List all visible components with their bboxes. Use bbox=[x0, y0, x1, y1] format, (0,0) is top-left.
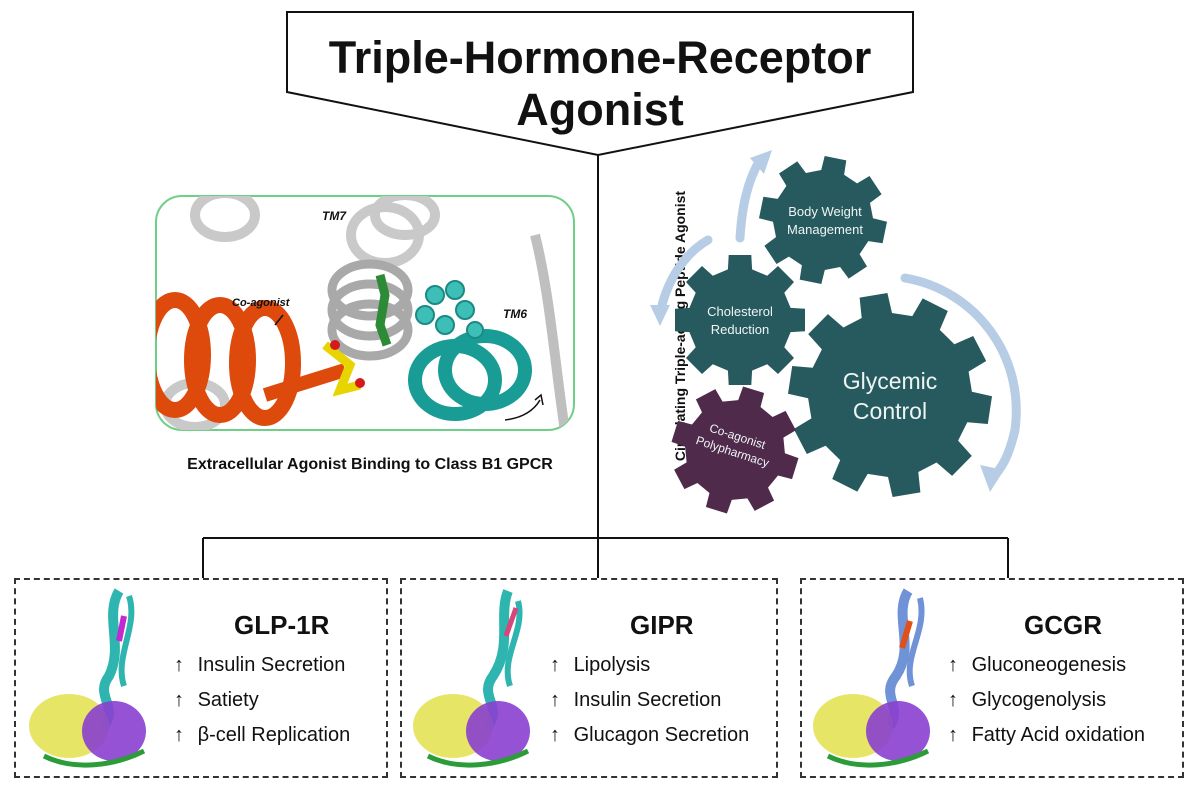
effect-item: ↑ Fatty Acid oxidation bbox=[948, 718, 1145, 753]
effect-item: ↑ β-cell Replication bbox=[174, 718, 350, 753]
up-arrow-icon: ↑ bbox=[948, 654, 958, 676]
effect-item: ↑ Lipolysis bbox=[550, 648, 749, 683]
effect-item: ↑ Satiety bbox=[174, 683, 350, 718]
gipr-title: GIPR bbox=[630, 610, 694, 640]
teal-ligand bbox=[415, 280, 484, 339]
gear-polypharmacy bbox=[671, 386, 799, 514]
receptor-panel-glp1r: GLP-1R ↑ Insulin Secretion ↑ Satiety ↑ β… bbox=[14, 578, 388, 778]
gipr-structure-image bbox=[413, 589, 530, 768]
cholesterol-line-2: Reduction bbox=[710, 322, 770, 337]
gcgr-effects: ↑ Gluconeogenesis ↑ Glycogenolysis ↑ Fat… bbox=[948, 648, 1145, 753]
gear-cholesterol bbox=[675, 255, 805, 385]
coagonist-helix bbox=[156, 292, 301, 426]
up-arrow-icon: ↑ bbox=[550, 689, 560, 711]
title-pentagon bbox=[286, 11, 914, 157]
effect-item: ↑ Glycogenolysis bbox=[948, 683, 1145, 718]
cycle-arrows bbox=[650, 150, 1021, 492]
effect-text: Glucagon Secretion bbox=[573, 724, 750, 746]
tm7-label: TM7 bbox=[322, 209, 346, 223]
up-arrow-icon: ↑ bbox=[948, 724, 958, 746]
up-arrow-icon: ↑ bbox=[948, 689, 958, 711]
cycle-arrowhead-left bbox=[650, 305, 670, 326]
gray-loop bbox=[530, 233, 570, 430]
effect-text: β-cell Replication bbox=[197, 724, 351, 746]
glycemic-line-1: Glycemic bbox=[842, 368, 938, 394]
gear-label-cholesterol: Cholesterol Reduction bbox=[685, 303, 795, 339]
gipr-effects: ↑ Lipolysis ↑ Insulin Secretion ↑ Glucag… bbox=[550, 648, 749, 753]
binding-illustration bbox=[155, 195, 575, 431]
up-arrow-icon: ↑ bbox=[174, 654, 184, 676]
effect-text: Lipolysis bbox=[573, 654, 651, 676]
effect-item: ↑ Gluconeogenesis bbox=[948, 648, 1145, 683]
receptor-panel-gcgr: GCGR ↑ Gluconeogenesis ↑ Glycogenolysis … bbox=[800, 578, 1184, 778]
coagonist-label: Co-agonist bbox=[232, 297, 290, 309]
cycle-arrow-up bbox=[735, 155, 765, 243]
tm7-helix bbox=[327, 259, 413, 361]
binding-caption: Extracellular Agonist Binding to Class B… bbox=[187, 456, 553, 473]
glp1r-effects: ↑ Insulin Secretion ↑ Satiety ↑ β-cell R… bbox=[174, 648, 350, 753]
title-line-1: Triple-Hormone-Receptor bbox=[328, 32, 872, 83]
effect-text: Glycogenolysis bbox=[971, 689, 1107, 711]
effect-text: Fatty Acid oxidation bbox=[971, 724, 1145, 746]
glp1r-title: GLP-1R bbox=[234, 610, 330, 640]
effect-item: ↑ Glucagon Secretion bbox=[550, 718, 749, 753]
glp1r-structure-image bbox=[29, 588, 146, 768]
effect-item: ↑ Insulin Secretion bbox=[174, 648, 350, 683]
gear-label-body-weight: Body Weight Management bbox=[765, 203, 885, 239]
up-arrow-icon: ↑ bbox=[550, 724, 560, 746]
cycle-arrowhead-big bbox=[980, 465, 1004, 492]
up-arrow-icon: ↑ bbox=[174, 689, 184, 711]
gear-label-glycemic: Glycemic Control bbox=[815, 366, 965, 426]
cycle-arrow-big bbox=[900, 273, 1021, 483]
title-line-2: Agonist bbox=[516, 84, 684, 135]
gear-body-weight bbox=[759, 156, 887, 284]
body-weight-line-1: Body Weight bbox=[788, 204, 862, 219]
cycle-arrowhead-up bbox=[750, 150, 772, 174]
effect-text: Insulin Secretion bbox=[573, 689, 722, 711]
receptor-panel-gipr: GIPR ↑ Lipolysis ↑ Insulin Secretion ↑ G… bbox=[400, 578, 778, 778]
glycemic-line-2: Control bbox=[852, 398, 928, 424]
effect-text: Satiety bbox=[197, 689, 259, 711]
gcgr-title: GCGR bbox=[1024, 610, 1102, 640]
yellow-residue bbox=[322, 341, 362, 397]
up-arrow-icon: ↑ bbox=[174, 724, 184, 746]
tm6-helix bbox=[408, 329, 532, 421]
cholesterol-line-1: Cholesterol bbox=[707, 304, 773, 319]
gear-glycemic bbox=[788, 293, 992, 497]
effect-text: Insulin Secretion bbox=[197, 654, 346, 676]
tm6-label: TM6 bbox=[503, 307, 527, 321]
gcgr-structure-image bbox=[813, 588, 930, 768]
up-arrow-icon: ↑ bbox=[550, 654, 560, 676]
effect-item: ↑ Insulin Secretion bbox=[550, 683, 749, 718]
green-residue bbox=[375, 273, 392, 347]
effect-text: Gluconeogenesis bbox=[971, 654, 1127, 676]
body-weight-line-2: Management bbox=[787, 222, 863, 237]
